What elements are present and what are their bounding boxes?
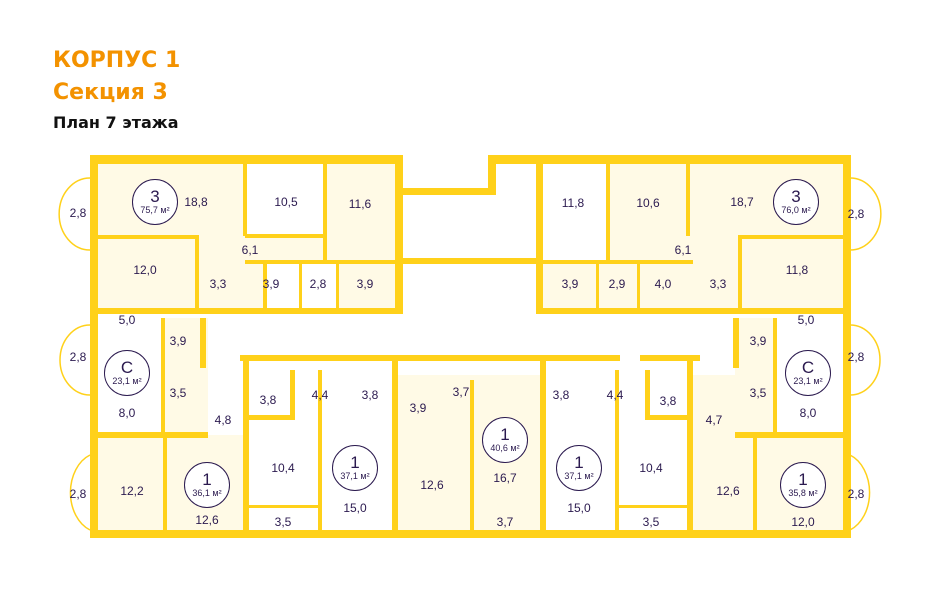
- room-area: 3,5: [749, 386, 767, 400]
- balcony-area: 2,8: [847, 207, 865, 221]
- apartment-area: 23,1 м²: [112, 375, 142, 386]
- room-area: 11,6: [348, 197, 372, 211]
- apartment-rooms: 1: [350, 452, 360, 472]
- room-area: 3,8: [361, 388, 379, 402]
- balconies: [58, 177, 882, 531]
- balcony-area: 2,8: [69, 206, 87, 220]
- room-area: 6,1: [241, 243, 259, 257]
- room-area: 3,5: [169, 386, 187, 400]
- room-area: 12,6: [420, 478, 444, 492]
- room-area: 15,0: [343, 501, 367, 515]
- apartment-area: 37,1 м²: [564, 470, 594, 481]
- room-area: 3,9: [749, 334, 767, 348]
- room-area: 4,4: [606, 388, 624, 402]
- room-area: 16,7: [493, 471, 517, 485]
- room-area: 5,0: [797, 313, 815, 327]
- apartment-rooms: С: [801, 357, 815, 377]
- apartment-area: 75,7 м²: [140, 204, 170, 215]
- room-area: 3,3: [709, 277, 727, 291]
- room-area: 3,7: [452, 385, 470, 399]
- room-area: 12,2: [120, 484, 144, 498]
- room-area: 3,9: [262, 277, 280, 291]
- apartment-rooms: 1: [202, 469, 212, 489]
- room-area: 3,8: [552, 388, 570, 402]
- apartment-rooms: 3: [150, 186, 160, 206]
- section-title: Секция 3: [53, 80, 168, 105]
- room-area: 3,9: [356, 277, 374, 291]
- room-area: 3,8: [659, 394, 677, 408]
- balcony-area: 2,8: [69, 487, 87, 501]
- room-area: 18,7: [730, 195, 754, 209]
- room-area: 8,0: [799, 406, 817, 420]
- apartment-area: 40,6 м²: [490, 442, 520, 453]
- room-area: 4,8: [214, 413, 232, 427]
- apartment-area: 37,1 м²: [340, 470, 370, 481]
- room-area: 4,7: [705, 413, 723, 427]
- apartment-rooms: С: [120, 357, 134, 377]
- room-area: 11,8: [561, 196, 585, 210]
- room-area: 3,8: [259, 393, 277, 407]
- apartment-rooms: 1: [798, 469, 808, 489]
- room-area: 3,9: [409, 401, 427, 415]
- walls: [90, 155, 851, 538]
- apartment-rooms: 1: [574, 452, 584, 472]
- room-area: 3,7: [496, 515, 514, 529]
- room-area: 5,0: [118, 313, 136, 327]
- room-area: 2,9: [608, 277, 626, 291]
- room-area: 12,0: [133, 263, 157, 277]
- room-area: 3,5: [274, 515, 292, 529]
- room-area: 3,3: [209, 277, 227, 291]
- room-area: 10,6: [636, 196, 660, 210]
- room-area: 11,8: [785, 263, 809, 277]
- room-area: 10,4: [271, 461, 295, 475]
- room-area: 3,9: [561, 277, 579, 291]
- room-area: 18,8: [184, 195, 208, 209]
- room-area: 8,0: [118, 406, 136, 420]
- room-area: 10,5: [274, 195, 298, 209]
- room-area: 12,6: [716, 484, 740, 498]
- apartment-area: 36,1 м²: [192, 487, 222, 498]
- balcony-area: 2,8: [847, 487, 865, 501]
- apartment-rooms: 3: [791, 186, 801, 206]
- balcony-area: 2,8: [847, 350, 865, 364]
- room-area: 12,6: [195, 513, 219, 527]
- room-area: 10,4: [639, 461, 663, 475]
- room-area: 4,4: [311, 388, 329, 402]
- room-area: 2,8: [309, 277, 327, 291]
- room-area: 15,0: [567, 501, 591, 515]
- building-title: КОРПУС 1: [53, 48, 181, 73]
- room-area: 4,0: [654, 277, 672, 291]
- apartment-rooms: 1: [500, 424, 510, 444]
- room-area: 3,5: [642, 515, 660, 529]
- apartment-area: 35,8 м²: [788, 487, 818, 498]
- room-area: 12,0: [791, 515, 815, 529]
- floor-plan-title: План 7 этажа: [53, 113, 179, 132]
- balcony-area: 2,8: [69, 350, 87, 364]
- apartment-area: 23,1 м²: [793, 375, 823, 386]
- room-area: 3,9: [169, 334, 187, 348]
- apartment-area: 76,0 м²: [781, 204, 811, 215]
- room-area: 6,1: [674, 243, 692, 257]
